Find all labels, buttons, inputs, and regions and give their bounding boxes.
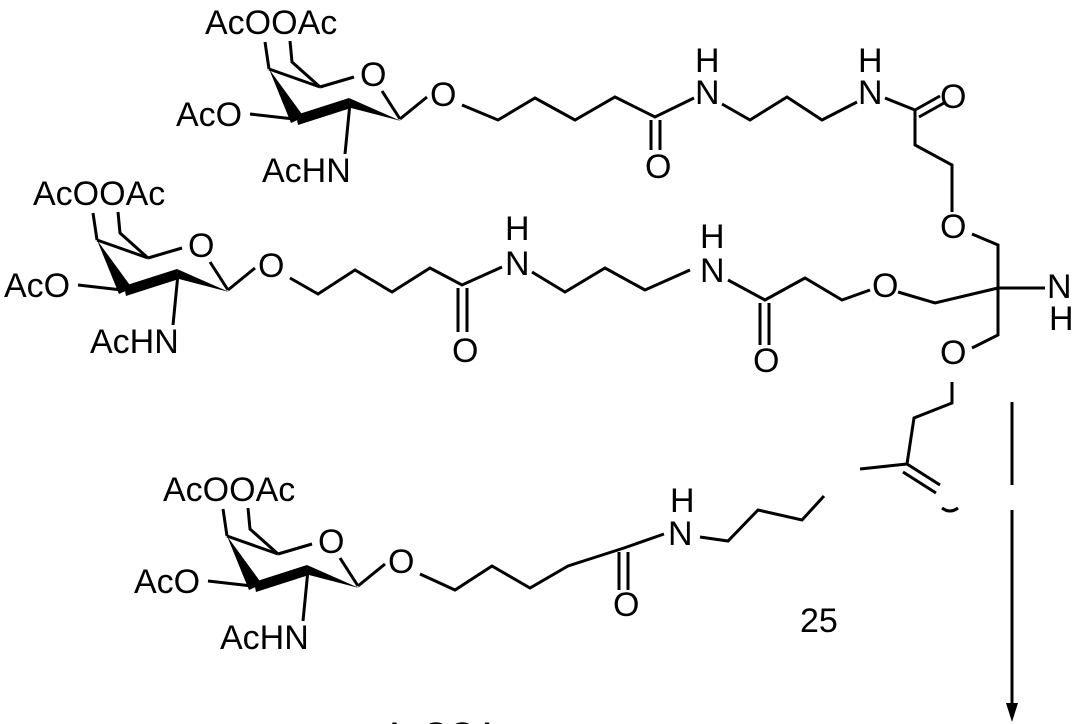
carbonyl-oxygen-label: O [940,78,966,116]
glycosidic-oxygen-label: O [258,247,284,285]
ring-oxygen-label: O [360,56,386,94]
amide-n-label: N [695,74,720,112]
cut-off-product-label: AcOOAc [383,716,515,724]
sugar-unit-middle: AcOOAc O AcO AcHN O [4,175,284,361]
acetyl-oxy-label: AcOOAc [163,471,295,509]
quaternary-core: N H O O [940,208,1074,372]
sugar-unit-top: AcOOAc O AcO AcHN O [176,4,456,190]
linker-chain-bottom: O H N [420,382,958,624]
ether-oxygen-label: O [940,208,966,246]
amide-n-label: N [505,245,530,283]
linker-chain-top: O H N H N O [462,42,966,212]
aco-label: AcO [176,96,242,134]
sugar-unit-bottom: AcOOAc O AcO AcHN O [134,471,414,657]
nh-h-label: H [1049,300,1074,338]
ring-oxygen-label: O [188,227,214,265]
carbonyl-oxygen-label: O [753,342,779,380]
amide-h-label: H [700,218,725,256]
reaction-arrow [1006,402,1018,722]
achn-label: AcHN [90,323,179,361]
carbonyl-oxygen-label: O [613,586,639,624]
compound-number: 25 [800,602,838,640]
partial-oxygen-glyph [942,508,958,511]
glycosidic-oxygen-label: O [430,76,456,114]
amide-n-label: N [668,515,693,553]
acetyl-oxy-label: AcOOAc [205,4,337,42]
amide-n-label: N [858,74,883,112]
ether-oxygen-label: O [940,334,966,372]
carbonyl-oxygen-label: O [645,148,671,186]
amide-n-label: N [700,252,725,290]
aco-label: AcO [134,563,200,601]
achn-label: AcHN [262,152,351,190]
ring-oxygen-label: O [318,523,344,561]
carbonyl-oxygen-label: O [452,332,478,370]
linker-chain-middle: O H N H N O O [290,210,998,380]
amide-h-label: H [505,210,530,248]
achn-label: AcHN [220,619,309,657]
glycosidic-oxygen-label: O [388,543,414,581]
aco-label: AcO [4,267,70,305]
acetyl-oxy-label: AcOOAc [33,175,165,213]
ether-oxygen-label: O [872,267,898,305]
